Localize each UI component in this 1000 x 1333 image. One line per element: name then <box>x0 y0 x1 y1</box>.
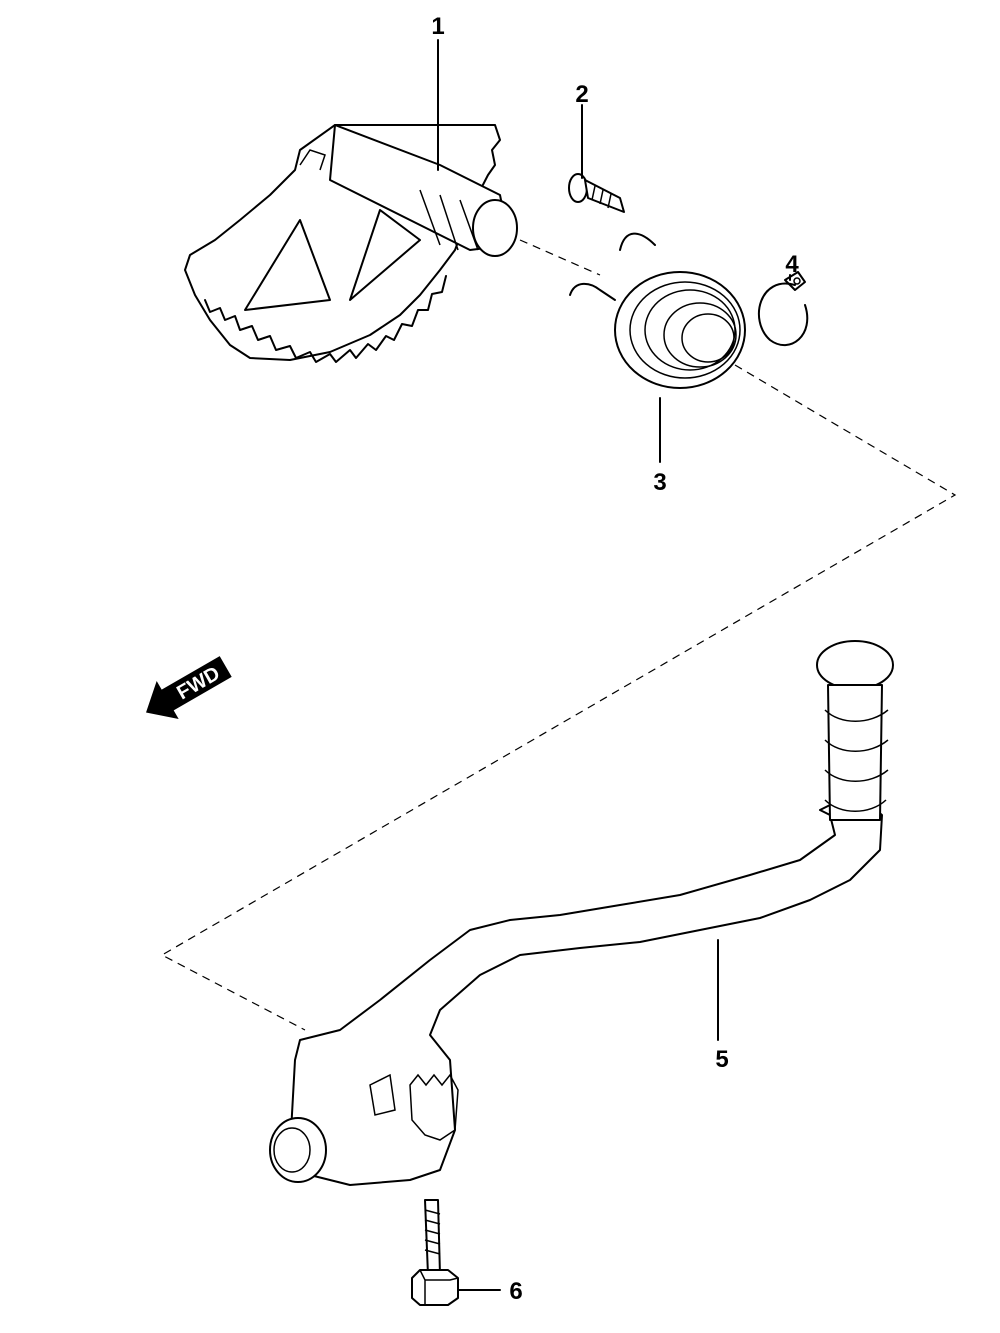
callout-2: 2 <box>575 81 588 108</box>
callout-4: 4 <box>785 251 799 278</box>
callouts: 1 2 3 4 5 6 <box>431 13 799 1305</box>
callout-1: 1 <box>431 13 444 40</box>
callout-3: 3 <box>653 469 666 496</box>
part-6-bolt <box>411 1199 459 1306</box>
leader-lines <box>437 39 791 1291</box>
part-1-kick-shaft-gear <box>184 124 518 363</box>
assembly-axis-lines <box>160 239 957 1031</box>
fwd-direction-arrow: FWD <box>146 656 232 720</box>
part-5-kick-lever <box>269 640 894 1186</box>
part-2-bolt <box>568 173 625 213</box>
part-4-circlip <box>757 271 809 346</box>
callout-5: 5 <box>715 1046 728 1073</box>
callout-6: 6 <box>509 1278 522 1305</box>
part-3-spring <box>569 232 746 389</box>
